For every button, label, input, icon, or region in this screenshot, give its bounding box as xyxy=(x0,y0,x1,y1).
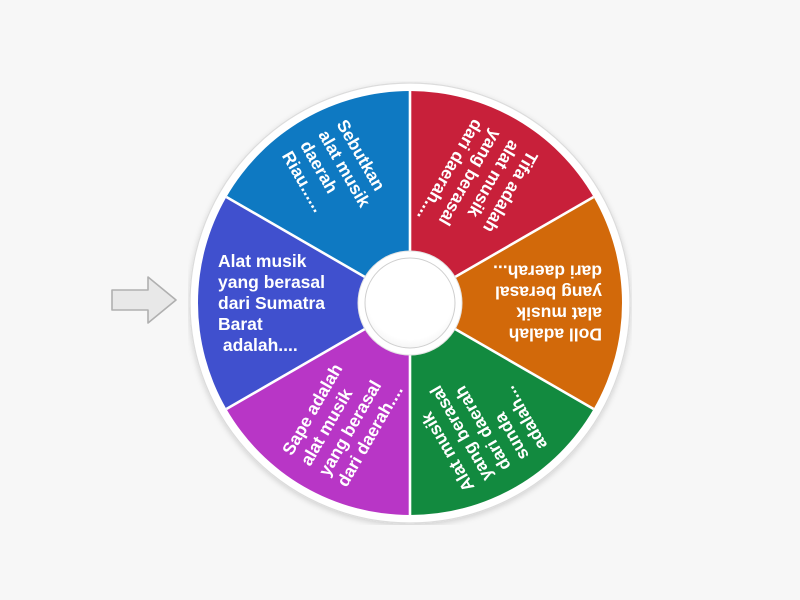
spin-pointer-arrow xyxy=(108,272,180,328)
segment-label-line: yang berasal xyxy=(495,283,602,303)
wheel-segments-group[interactable] xyxy=(198,91,622,515)
wheel-hub[interactable] xyxy=(364,257,456,349)
wheel-segment[interactable] xyxy=(226,303,410,515)
spinner-wheel[interactable]: Tifa adalahalat musikyang berasaldari da… xyxy=(188,81,632,525)
wheel-segment[interactable] xyxy=(410,91,594,303)
wheel-segment[interactable] xyxy=(198,197,410,409)
wheel-segment[interactable] xyxy=(410,197,622,409)
segment-label-line: dari daerah... xyxy=(493,262,602,282)
pointer-arrow-icon xyxy=(111,276,177,324)
arrow-polygon xyxy=(111,276,177,324)
wheel-svg[interactable]: Tifa adalahalat musikyang berasaldari da… xyxy=(188,81,632,525)
segment-label-line: Doll adalah xyxy=(509,325,602,345)
segment-label-line: Barat xyxy=(218,314,263,334)
segment-label-line: adalah.... xyxy=(218,335,298,355)
segment-label-line: dari Sumatra xyxy=(218,293,325,313)
segment-label-text: Doll adalahalat musikyang berasaldari da… xyxy=(493,262,602,345)
wheel-segment[interactable] xyxy=(226,91,410,303)
segment-label-line: Alat musik xyxy=(218,251,307,271)
segment-label-line: alat musik xyxy=(516,304,602,324)
wheel-segment[interactable] xyxy=(410,303,594,515)
segment-label: Doll adalahalat musikyang berasaldari da… xyxy=(493,262,602,345)
segment-label-line: yang berasal xyxy=(218,272,325,292)
